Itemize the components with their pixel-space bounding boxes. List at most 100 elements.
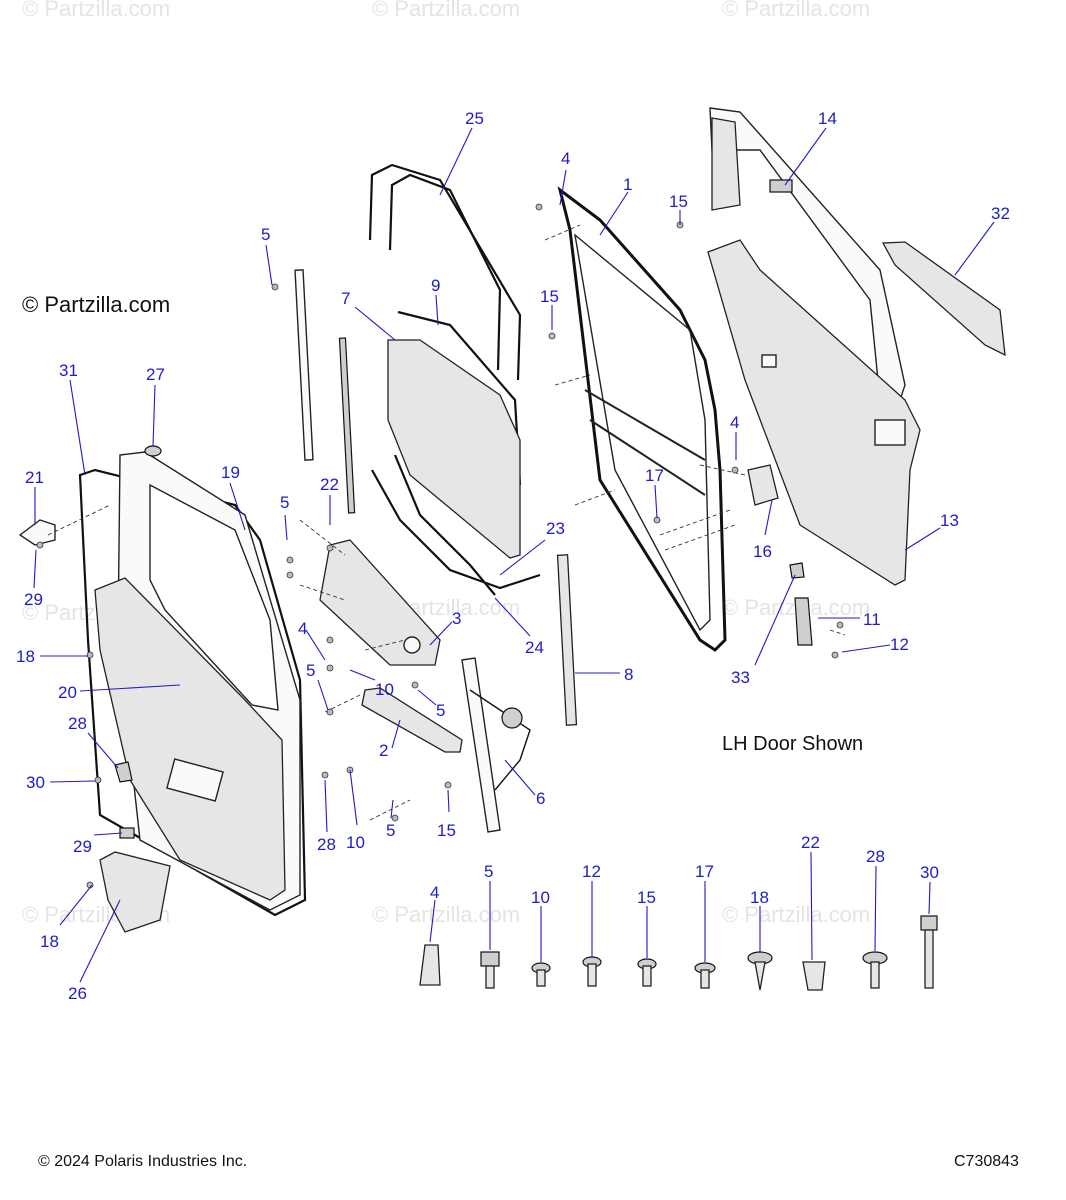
callout-4: 4 (730, 413, 739, 432)
part-21-strap (18, 519, 56, 546)
callout-4: 4 (561, 149, 570, 168)
part-14-inner-edge (711, 117, 741, 211)
callout-31: 31 (59, 361, 78, 380)
legend-callout-15: 15 (637, 888, 656, 907)
part-1-door-frame (557, 186, 727, 652)
legend-part-22 (802, 961, 826, 991)
callout-25: 25 (465, 109, 484, 128)
callout-29: 29 (73, 837, 92, 856)
watermark: © Partzilla.com (722, 902, 870, 927)
legend-callout-10: 10 (531, 888, 550, 907)
callout-1: 1 (623, 175, 632, 194)
part-6-window-regulator (461, 657, 501, 833)
callout-9: 9 (431, 276, 440, 295)
part-33-clip (789, 562, 805, 579)
part-11-latch (794, 597, 813, 646)
part-vertical-rail (294, 269, 314, 461)
legend-callout-12: 12 (582, 862, 601, 881)
legend-part-17 (694, 962, 716, 989)
part-27-plug (144, 445, 162, 457)
door-side-note: LH Door Shown (722, 733, 864, 755)
part-32-trim-strip (881, 241, 1006, 357)
callout-23: 23 (546, 519, 565, 538)
part-1-crossbar (589, 419, 706, 496)
watermark: © Partzilla.com (372, 0, 520, 21)
callout-3: 3 (452, 609, 461, 628)
part-1-crossbar (584, 389, 706, 461)
callout-32: 32 (991, 204, 1010, 223)
part-25-window-channel (368, 163, 522, 381)
legend-callout-17: 17 (695, 862, 714, 881)
part-8-vertical-channel (556, 554, 578, 726)
part-25-window-channel-inner (388, 173, 502, 371)
legend-callout-30: 30 (920, 863, 939, 882)
callout-19: 19 (221, 463, 240, 482)
legend-callout-28: 28 (866, 847, 885, 866)
callout-17: 17 (645, 466, 664, 485)
callout-30: 30 (26, 773, 45, 792)
callout-28: 28 (317, 835, 336, 854)
part-glass-run (338, 337, 356, 514)
part-23-lower-seal (371, 469, 541, 590)
legend-callout-18: 18 (750, 888, 769, 907)
legend-part-15 (637, 958, 657, 987)
callout-5: 5 (436, 701, 445, 720)
hardware-legend (419, 915, 938, 991)
callout-5: 5 (306, 661, 315, 680)
callout-15: 15 (669, 192, 688, 211)
screws (36, 203, 844, 889)
part-28-clip (114, 761, 133, 783)
legend-callout-4: 4 (430, 883, 439, 902)
part-6-motor (501, 707, 523, 729)
part-6-regulator-arm (469, 689, 531, 791)
legend-part-28 (862, 951, 888, 989)
part-20-inner-panel (94, 577, 286, 901)
copyright-notice: © 2024 Polaris Industries Inc. (38, 1153, 248, 1170)
part-13-window-pocket (761, 354, 777, 368)
part-7-window-glass (387, 339, 521, 559)
fastener-lines (47, 224, 846, 821)
watermark: © Partzilla.com (722, 0, 870, 21)
callout-16: 16 (753, 542, 772, 561)
callout-5: 5 (386, 821, 395, 840)
part-3-hole (403, 636, 421, 654)
callout-11: 11 (863, 610, 881, 629)
callout-5: 5 (261, 225, 270, 244)
callout-8: 8 (624, 665, 633, 684)
callout-29: 29 (24, 590, 43, 609)
callout-12: 12 (890, 635, 909, 654)
callout-28: 28 (68, 714, 87, 733)
legend-part-5 (480, 951, 500, 989)
callout-33: 33 (731, 668, 750, 687)
callout-numbers: 1 2 3 4 4 4 5 5 5 5 5 6 7 8 9 10 10 11 1… (16, 109, 1010, 1003)
legend-callout-22: 22 (801, 833, 820, 852)
part-20-speaker-pocket (166, 758, 224, 802)
callout-4: 4 (298, 619, 307, 638)
legend-part-10 (531, 962, 551, 987)
legend-part-4 (419, 944, 441, 986)
callout-27: 27 (146, 365, 165, 384)
watermark: © Partzilla.com (22, 0, 170, 21)
legend-part-30 (920, 915, 938, 989)
callout-18: 18 (40, 932, 59, 951)
callout-15: 15 (540, 287, 559, 306)
legend-part-12 (582, 956, 602, 987)
part-3-inner-bracket (319, 539, 441, 666)
part-2-regulator-bracket (361, 687, 463, 753)
part-24-lower-seal (393, 454, 496, 596)
callout-2: 2 (379, 741, 388, 760)
callout-10: 10 (375, 680, 394, 699)
part-13-pocket (874, 419, 906, 446)
part-13-door-trim-panel (707, 239, 921, 586)
callout-13: 13 (940, 511, 959, 530)
part-1-door-frame-inner (573, 233, 711, 632)
legend-part-18 (747, 951, 773, 991)
callout-26: 26 (68, 984, 87, 1003)
callout-leaders (33, 127, 995, 983)
part-29-clip (119, 827, 135, 839)
callout-10: 10 (346, 833, 365, 852)
partzilla-logo-text: © Partzilla.com (22, 292, 171, 317)
legend-callout-5: 5 (484, 862, 493, 881)
callout-22: 22 (320, 475, 339, 494)
